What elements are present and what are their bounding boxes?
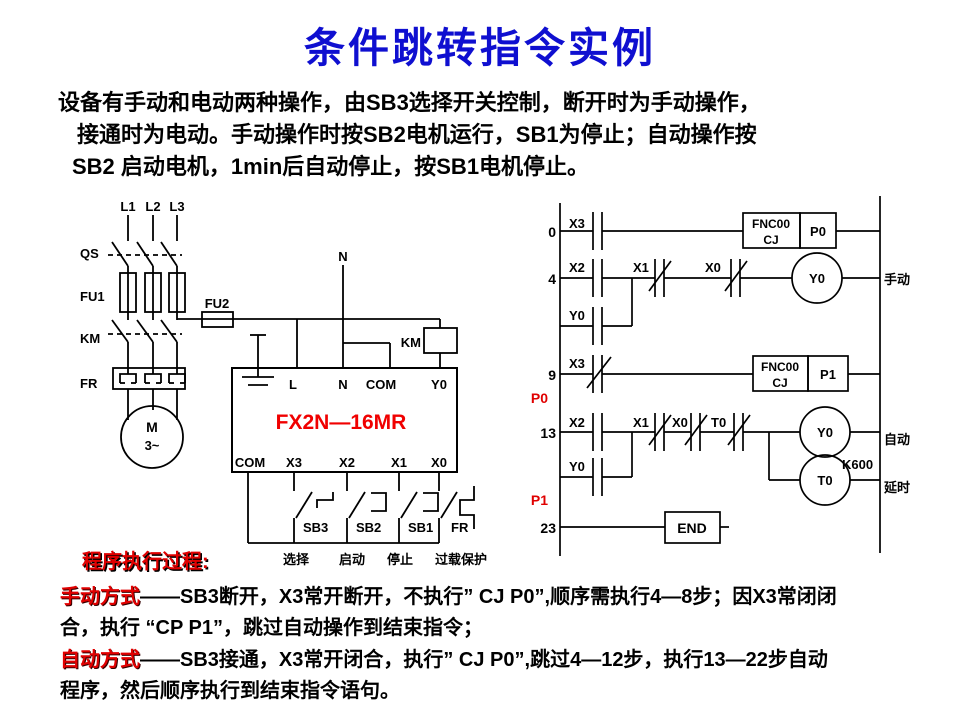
motor-circle	[120, 405, 184, 469]
motor-label: M	[146, 419, 158, 435]
r4-coil-y0: Y0	[809, 271, 825, 286]
phase-l2-label: L2	[145, 199, 160, 214]
input-switches	[247, 472, 475, 544]
plc-terminal-x1: X1	[391, 455, 407, 470]
r13-coil-t0: T0	[817, 473, 832, 488]
r13-note-delay: 延时	[883, 480, 910, 495]
plc-model-label: FX2N—16MR	[276, 411, 407, 434]
auto-mode-paragraph: 自动方式——SB3接通，X3常开闭合，执行” CJ P0”,跳过4—12步，执行…	[60, 645, 945, 707]
step-4: 4	[548, 271, 556, 287]
r13-note-auto: 自动	[884, 432, 910, 447]
ladder-rung-13	[560, 406, 880, 506]
phase-l1-label: L1	[120, 199, 135, 214]
r9-target-p1: P1	[820, 367, 836, 382]
ladder-diagram: 0 X3 FNC00 CJ P0 4 X2 X1	[531, 196, 910, 556]
plc-terminal-l: L	[289, 377, 297, 392]
caption-stop: 停止	[387, 552, 413, 567]
fr-thermal-actuator	[459, 486, 475, 529]
sb2-label: SB2	[356, 520, 381, 535]
r9-contact-x3: X3	[569, 356, 585, 371]
sb3-label: SB3	[303, 520, 328, 535]
r13-branch-y0: Y0	[569, 459, 585, 474]
caption-select: 选择	[283, 552, 310, 567]
qs-label: QS	[80, 246, 99, 261]
km-contacts	[108, 319, 182, 343]
fu2-label: FU2	[205, 296, 230, 311]
plc-terminal-com-in: COM	[235, 455, 265, 470]
r9-fnc-label: FNC00	[761, 360, 799, 374]
page-title: 条件跳转指令实例	[304, 25, 656, 71]
r13-contact-x0: X0	[672, 415, 688, 430]
plc-terminal-x3: X3	[286, 455, 302, 470]
km-label: KM	[80, 331, 100, 346]
intro-line-1: 设备有手动和电动两种操作，由SB3选择开关控制，断开时为手动操作，	[58, 90, 761, 115]
wiring-diagram: L1 L2 L3 QS FU1 KM	[80, 199, 487, 567]
caption-start: 启动	[339, 552, 365, 567]
fu1-label: FU1	[80, 289, 105, 304]
r13-timer-k600: K600	[842, 457, 873, 472]
auto-mode-label: 自动方式	[60, 649, 140, 671]
plc-terminal-x2: X2	[339, 455, 355, 470]
neutral-label: N	[338, 249, 347, 264]
intro-line-3: SB2 启动电机，1min后自动停止，按SB1电机停止。	[72, 154, 590, 179]
r4-contact-x1: X1	[633, 260, 649, 275]
ladder-rung-23	[560, 511, 729, 544]
qs-switch	[108, 241, 182, 267]
plc-terminal-n: N	[338, 377, 347, 392]
sb3-selector-actuator	[316, 492, 334, 508]
r13-contact-x1: X1	[633, 415, 649, 430]
auto-mode-text-line1: ——SB3接通，X3常开闭合，执行” CJ P0”,跳过4—12步，执行13—2…	[140, 649, 828, 671]
process-heading: 程序执行过程:	[82, 551, 209, 573]
sb2-pushbutton-actuator	[371, 492, 387, 512]
fr-label: FR	[80, 376, 98, 391]
motor-type-label: 3~	[145, 438, 160, 453]
r0-contact-x3: X3	[569, 216, 585, 231]
plc-terminal-com-out: COM	[366, 377, 396, 392]
r13-coil-y0: Y0	[817, 425, 833, 440]
plc-terminal-y0: Y0	[431, 377, 447, 392]
sb1-pushbutton-actuator	[423, 492, 439, 512]
r13-contact-t0: T0	[711, 415, 726, 430]
pointer-p1: P1	[531, 492, 548, 508]
earth-symbol	[242, 334, 274, 386]
fu1-fuses	[119, 272, 186, 313]
ladder-rung-0	[560, 212, 880, 250]
manual-mode-text-line2: 合，执行 “CP P1”，跳过自动操作到结束指令；	[60, 617, 483, 639]
r0-fnc-label: FNC00	[752, 217, 790, 231]
intro-line-2: 接通时为电动。手动操作时按SB2电机运行，SB1为停止；自动操作按	[77, 122, 757, 147]
r4-contact-x2: X2	[569, 260, 585, 275]
fu2-fuse	[201, 311, 234, 328]
r4-note-manual: 手动	[884, 272, 910, 287]
plc-box	[231, 367, 458, 473]
end-instruction-label: END	[677, 520, 707, 536]
step-13: 13	[540, 425, 556, 441]
km-coil	[423, 327, 458, 354]
step-23: 23	[540, 520, 556, 536]
r13-contact-x2: X2	[569, 415, 585, 430]
fr-thermal-relay	[112, 367, 186, 390]
manual-mode-paragraph: 手动方式——SB3断开，X3常开断开，不执行” CJ P0”,顺序需执行4—8步…	[60, 582, 945, 644]
r4-contact-x0: X0	[705, 260, 721, 275]
caption-overload: 过载保护	[435, 552, 487, 567]
r0-cj-label: CJ	[763, 233, 778, 247]
diagrams-canvas: L1 L2 L3 QS FU1 KM	[80, 196, 910, 567]
auto-mode-text-line2: 程序，然后顺序执行到结束指令语句。	[60, 680, 400, 702]
step-9: 9	[548, 367, 556, 383]
ladder-rung-9	[560, 355, 880, 393]
fr-contact-label: FR	[451, 520, 469, 535]
manual-mode-label: 手动方式	[60, 586, 140, 608]
km-coil-label: KM	[401, 335, 421, 350]
pointer-p0: P0	[531, 390, 548, 406]
r4-branch-y0: Y0	[569, 308, 585, 323]
sb1-label: SB1	[408, 520, 433, 535]
r0-target-p0: P0	[810, 224, 826, 239]
manual-mode-text-line1: ——SB3断开，X3常开断开，不执行” CJ P0”,顺序需执行4—8步；因X3…	[140, 586, 837, 608]
ladder-rung-4	[560, 252, 880, 345]
plc-terminal-x0: X0	[431, 455, 447, 470]
step-0: 0	[548, 224, 556, 240]
r9-cj-label: CJ	[772, 376, 787, 390]
phase-l3-label: L3	[169, 199, 184, 214]
